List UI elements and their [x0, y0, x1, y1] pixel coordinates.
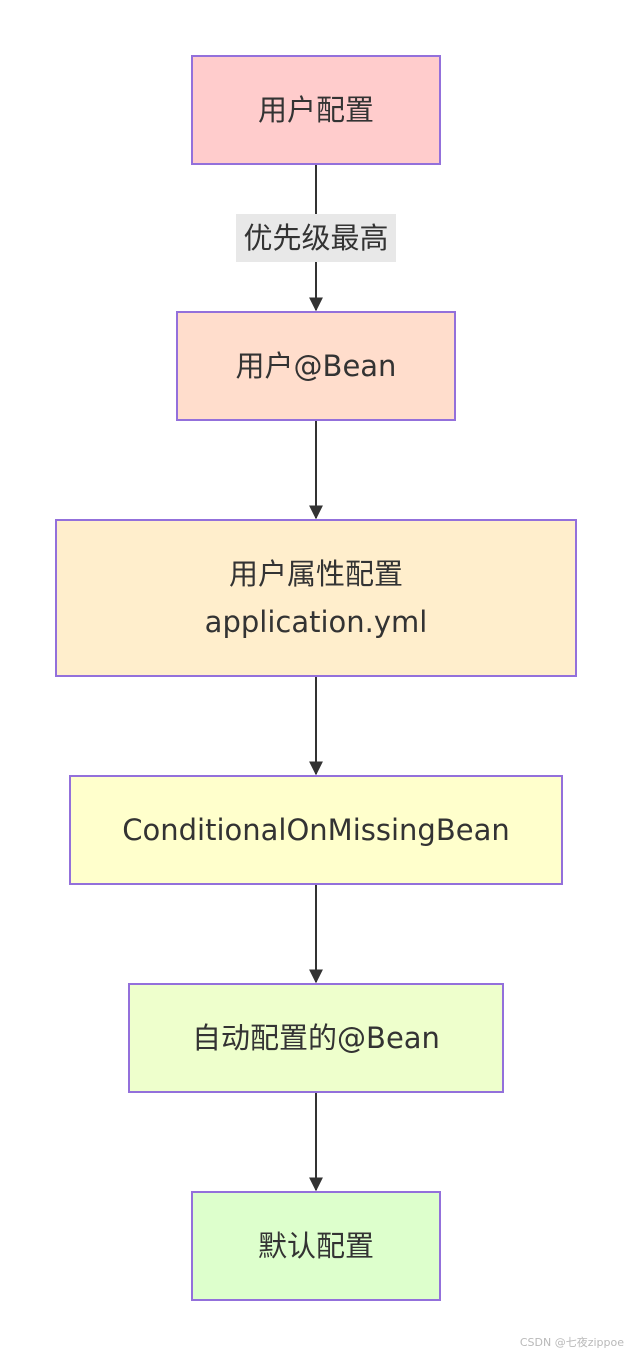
node-conditional-on-missing-bean-label: ConditionalOnMissingBean [122, 813, 510, 847]
node-default-config-label: 默认配置 [257, 1229, 374, 1263]
node-auto-config-bean-label: 自动配置的@Bean [192, 1021, 440, 1055]
node-user-bean-label: 用户@Bean [235, 349, 397, 383]
node-user-property-config-file: application.yml [204, 605, 428, 639]
node-conditional-on-missing-bean: ConditionalOnMissingBean [69, 775, 563, 885]
node-user-config-label: 用户配置 [257, 93, 374, 127]
edge-label-priority: 优先级最高 [236, 214, 396, 262]
node-user-bean: 用户@Bean [176, 311, 456, 421]
node-user-property-config: 用户属性配置 application.yml [55, 519, 577, 677]
csdn-watermark: CSDN @七夜zippoe [519, 1336, 624, 1349]
node-auto-config-bean: 自动配置的@Bean [128, 983, 504, 1093]
node-user-config: 用户配置 [191, 55, 441, 165]
node-default-config: 默认配置 [191, 1191, 441, 1301]
node-user-property-config-label: 用户属性配置 [228, 557, 403, 591]
